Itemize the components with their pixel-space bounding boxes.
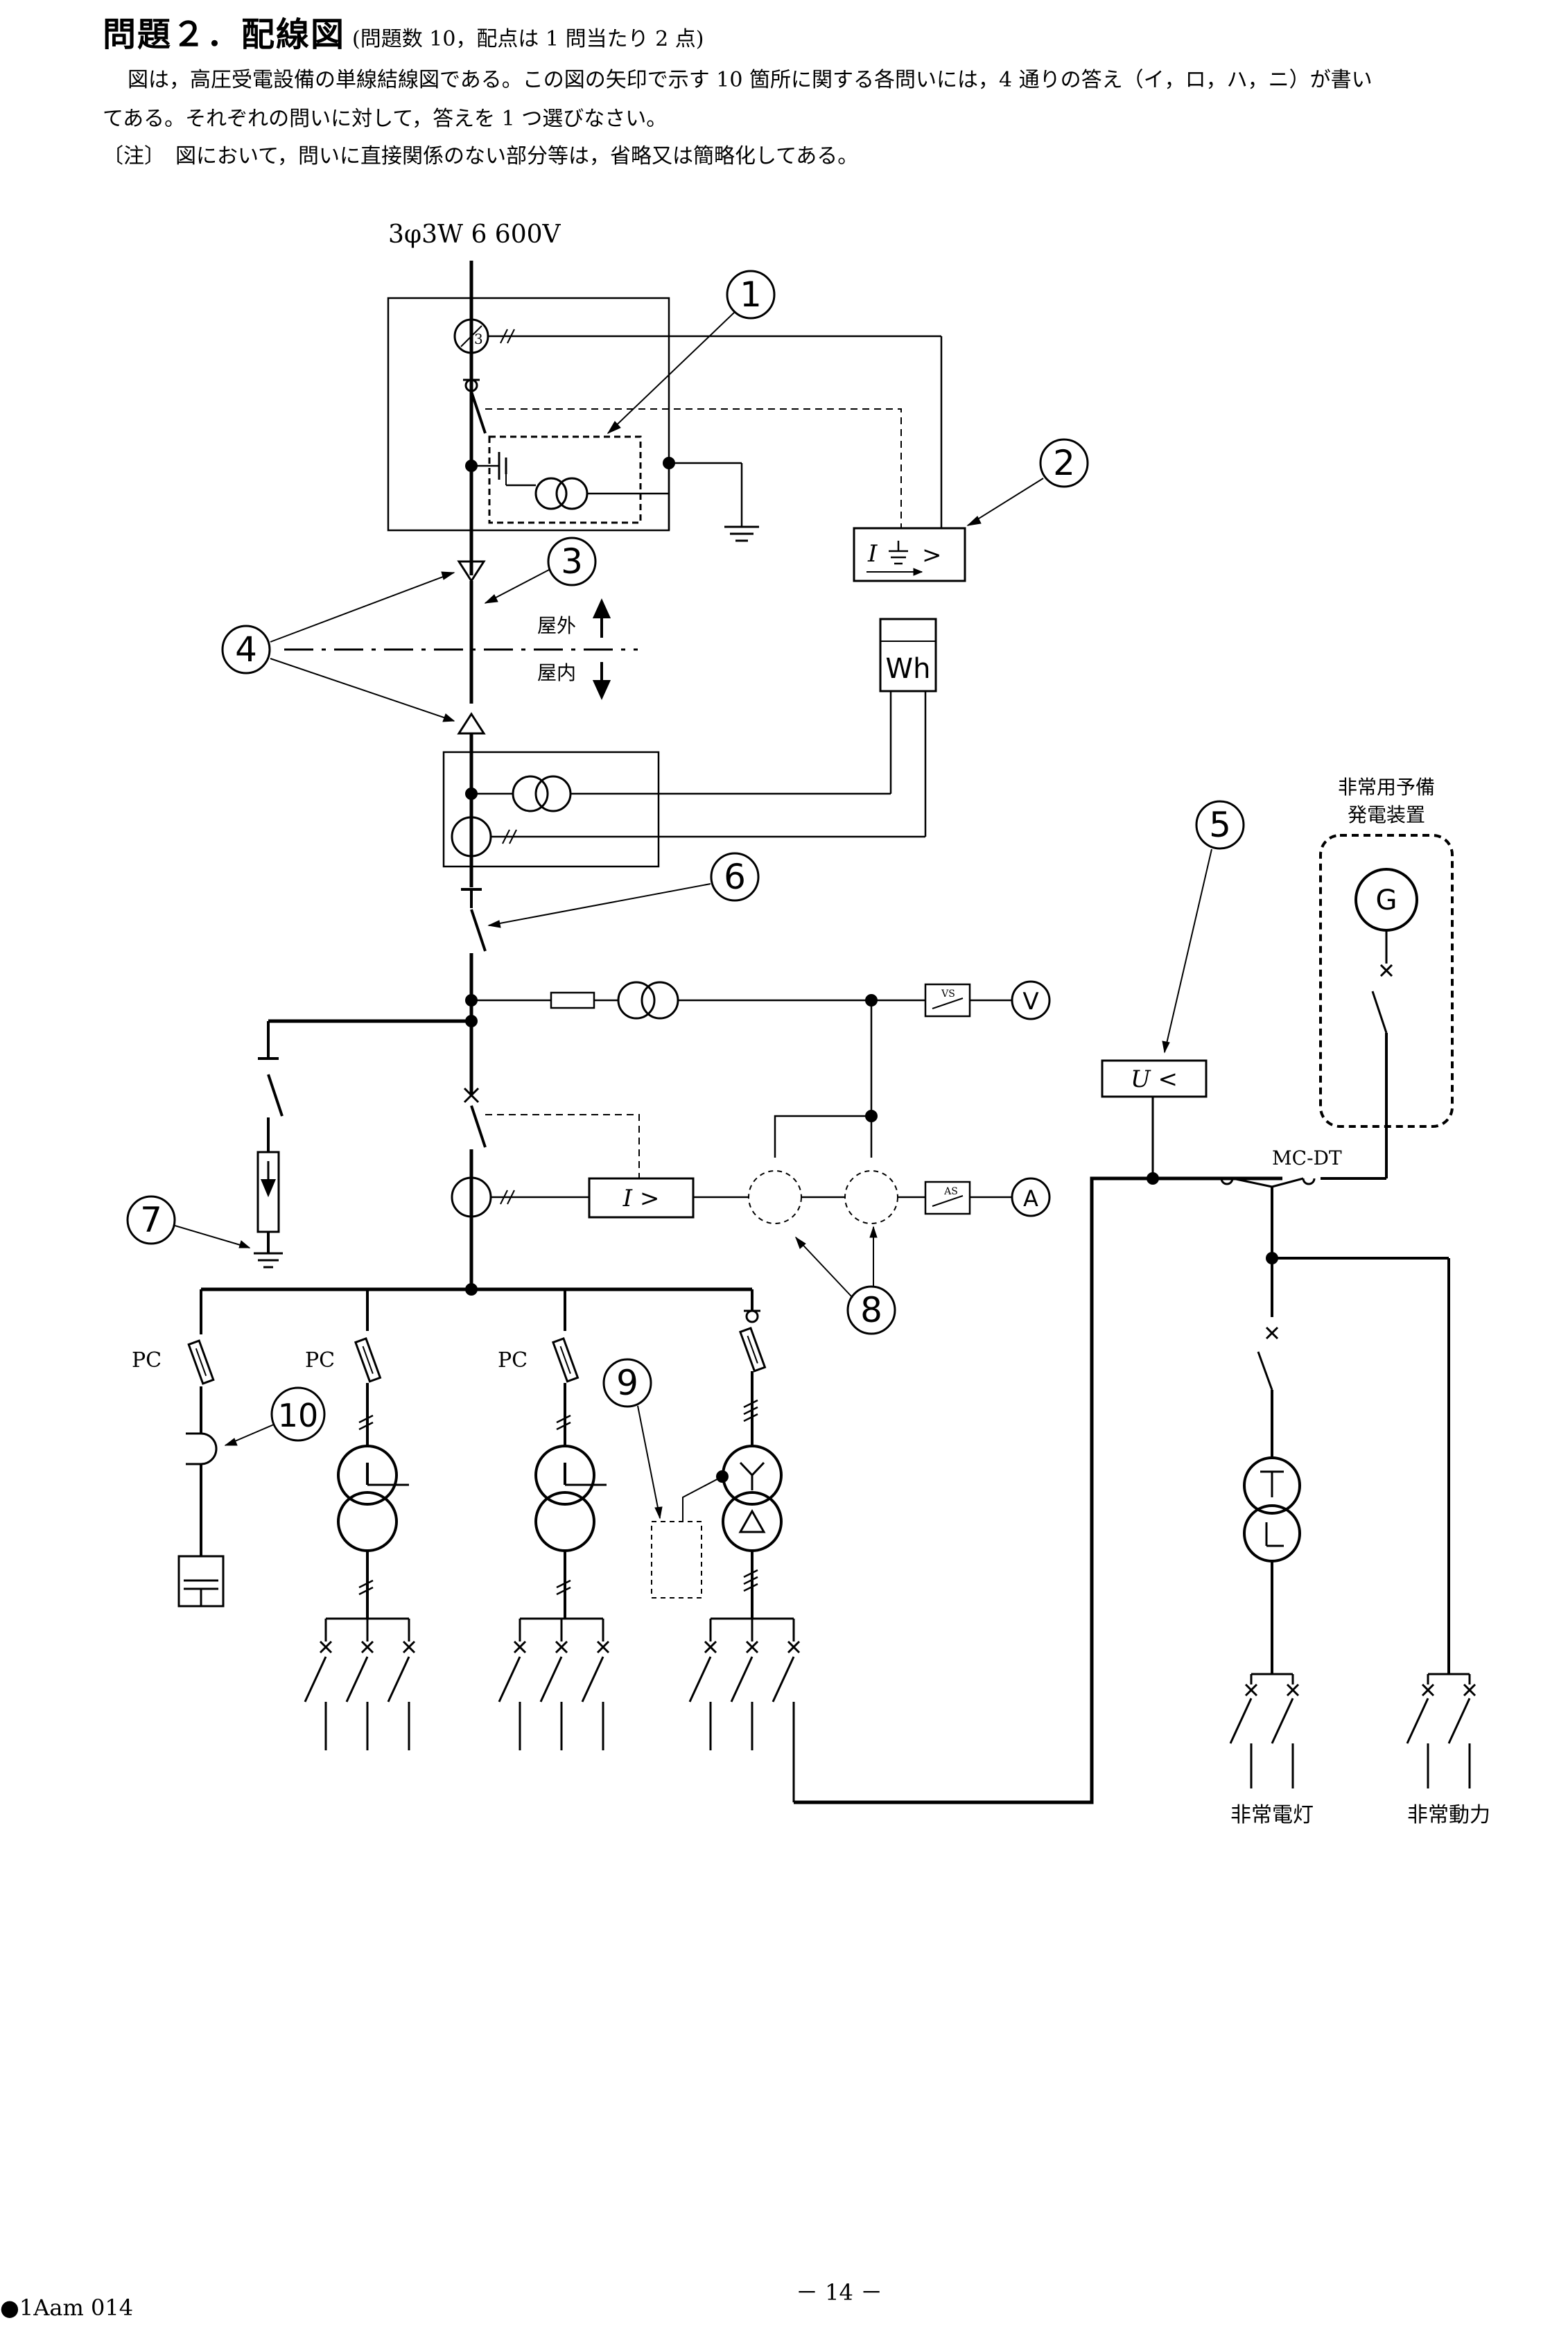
svg-text:U <: U < <box>1131 1065 1178 1093</box>
svg-text:5: 5 <box>1209 805 1231 845</box>
lv-breakers-3 <box>688 1617 801 1802</box>
ammeter-switch: AS <box>924 1181 971 1215</box>
ground-symbol <box>724 525 759 542</box>
emergency-transformer <box>1243 1456 1301 1562</box>
question-subtitle: (問題数 10，配点は 1 問当たり 2 点) <box>352 27 704 51</box>
supply-label: 3φ3W 6 600V <box>388 220 561 249</box>
marker-2: 2 <box>966 438 1089 526</box>
question-header: 問題２．配線図(問題数 10，配点は 1 問当たり 2 点) <box>103 7 704 55</box>
emergency-light-label: 非常電灯 <box>1230 1803 1314 1827</box>
feeder-transformer-3ph <box>716 1289 783 1619</box>
lv-breakers-2 <box>498 1617 610 1750</box>
svg-text:3: 3 <box>474 331 483 347</box>
ocr-trip-dashed <box>485 1114 640 1178</box>
voltmeter-switch: VS <box>924 983 971 1018</box>
zct-symbol: 3 <box>453 318 943 528</box>
svg-text:3: 3 <box>561 541 583 582</box>
pas-switch <box>463 354 487 575</box>
item9-dashed-box <box>651 1521 702 1599</box>
feeder-capacitor <box>177 1289 225 1608</box>
capacitor-mini <box>498 452 507 480</box>
marker-10: 10 <box>224 1386 326 1446</box>
svg-text:I: I <box>867 540 878 568</box>
gen-label-2: 発電装置 <box>1348 803 1425 826</box>
svg-text:4: 4 <box>235 629 257 670</box>
note-line: 〔注〕 図において，問いに直接関係のない部分等は，省略又は簡略化してある。 <box>103 144 859 168</box>
lv-breakers-1 <box>304 1617 416 1750</box>
svg-text:2: 2 <box>1053 443 1075 483</box>
pc-label-2: PC <box>305 1348 335 1373</box>
svg-text:VS: VS <box>941 989 955 1000</box>
circuit-breaker <box>463 1021 487 1289</box>
voltmeter: V <box>1011 980 1051 1020</box>
metering-vt <box>617 981 679 1020</box>
marker-6: 6 <box>487 852 760 928</box>
la-ground-symbol <box>254 1252 283 1269</box>
svg-text:AS: AS <box>943 1186 958 1197</box>
marker-8: 8 <box>795 1226 896 1335</box>
pas-box <box>387 297 670 532</box>
pas-vt-symbol <box>534 477 589 510</box>
indoor-label: 屋内 <box>537 661 576 684</box>
svg-text:1: 1 <box>740 275 762 315</box>
pc-label-1: PC <box>132 1348 162 1373</box>
overcurrent-relay: I > <box>588 1177 695 1219</box>
svg-text:10: 10 <box>278 1397 319 1434</box>
vct-vt <box>512 775 572 812</box>
normal-supply-to-mcdt <box>794 1176 1282 1804</box>
marker-7: 7 <box>126 1195 251 1248</box>
svg-text:I >: I > <box>622 1185 660 1212</box>
outdoor-label: 屋外 <box>537 614 576 637</box>
gen-label-1: 非常用予備 <box>1338 776 1435 799</box>
cable-head-upper <box>457 560 486 583</box>
svg-text:7: 7 <box>140 1200 162 1240</box>
svg-text:V: V <box>1022 988 1038 1016</box>
pas-trip-dashed <box>485 408 902 528</box>
svg-text:8: 8 <box>860 1290 882 1330</box>
svg-text:6: 6 <box>724 857 746 897</box>
generator: G <box>1354 868 1418 932</box>
marker-5: 5 <box>1162 800 1245 1054</box>
updown-arrows <box>592 598 611 700</box>
emergency-light-breakers <box>1229 1673 1300 1788</box>
lightning-arrester <box>256 1151 280 1233</box>
svg-text:A: A <box>1023 1185 1038 1212</box>
marker-4: 4 <box>221 571 455 722</box>
item1-dashed-box <box>488 435 642 524</box>
emergency-power-label: 非常動力 <box>1407 1803 1490 1827</box>
mcdt-label: MC-DT <box>1272 1147 1342 1169</box>
vt-fuse <box>550 991 595 1009</box>
mc-dt-switch <box>1220 1177 1316 1258</box>
svg-text:Wh: Wh <box>886 653 931 685</box>
watthour-meter: Wh <box>879 618 937 693</box>
ground-relay-box: I > <box>853 527 966 582</box>
feeder-transformer-2 <box>534 1289 607 1619</box>
item8-dashed-circle-left <box>748 1170 802 1224</box>
item8-dashed-circle-right <box>844 1170 898 1224</box>
ammeter: A <box>1011 1177 1051 1217</box>
question-title: 問題２．配線図 <box>103 15 346 54</box>
vct-box <box>442 751 660 868</box>
svg-text:9: 9 <box>616 1363 638 1403</box>
emergency-power-breakers <box>1406 1673 1476 1788</box>
undervoltage-relay: U < <box>1101 1059 1208 1098</box>
marker-1: 1 <box>607 270 776 435</box>
svg-text:G: G <box>1376 885 1397 916</box>
page-number: － 14 － <box>796 2279 883 2306</box>
instruction-line-1: 図は，高圧受電設備の単線結線図である。この図の矢印で示す 10 箇所に関する各問… <box>128 68 1373 92</box>
pc-label-3: PC <box>498 1348 528 1373</box>
item9-lead <box>682 1476 723 1522</box>
marker-9: 9 <box>602 1358 663 1519</box>
svg-text:>: > <box>922 541 942 569</box>
instruction-line-2: てある。それぞれの問いに対して，答えを 1 つ選びなさい。 <box>103 107 668 131</box>
cable-head-lower <box>457 712 486 735</box>
footer-code: ●1Aam 014 <box>0 2294 134 2321</box>
feeder-transformer-1 <box>337 1289 409 1619</box>
marker-3: 3 <box>484 537 597 604</box>
